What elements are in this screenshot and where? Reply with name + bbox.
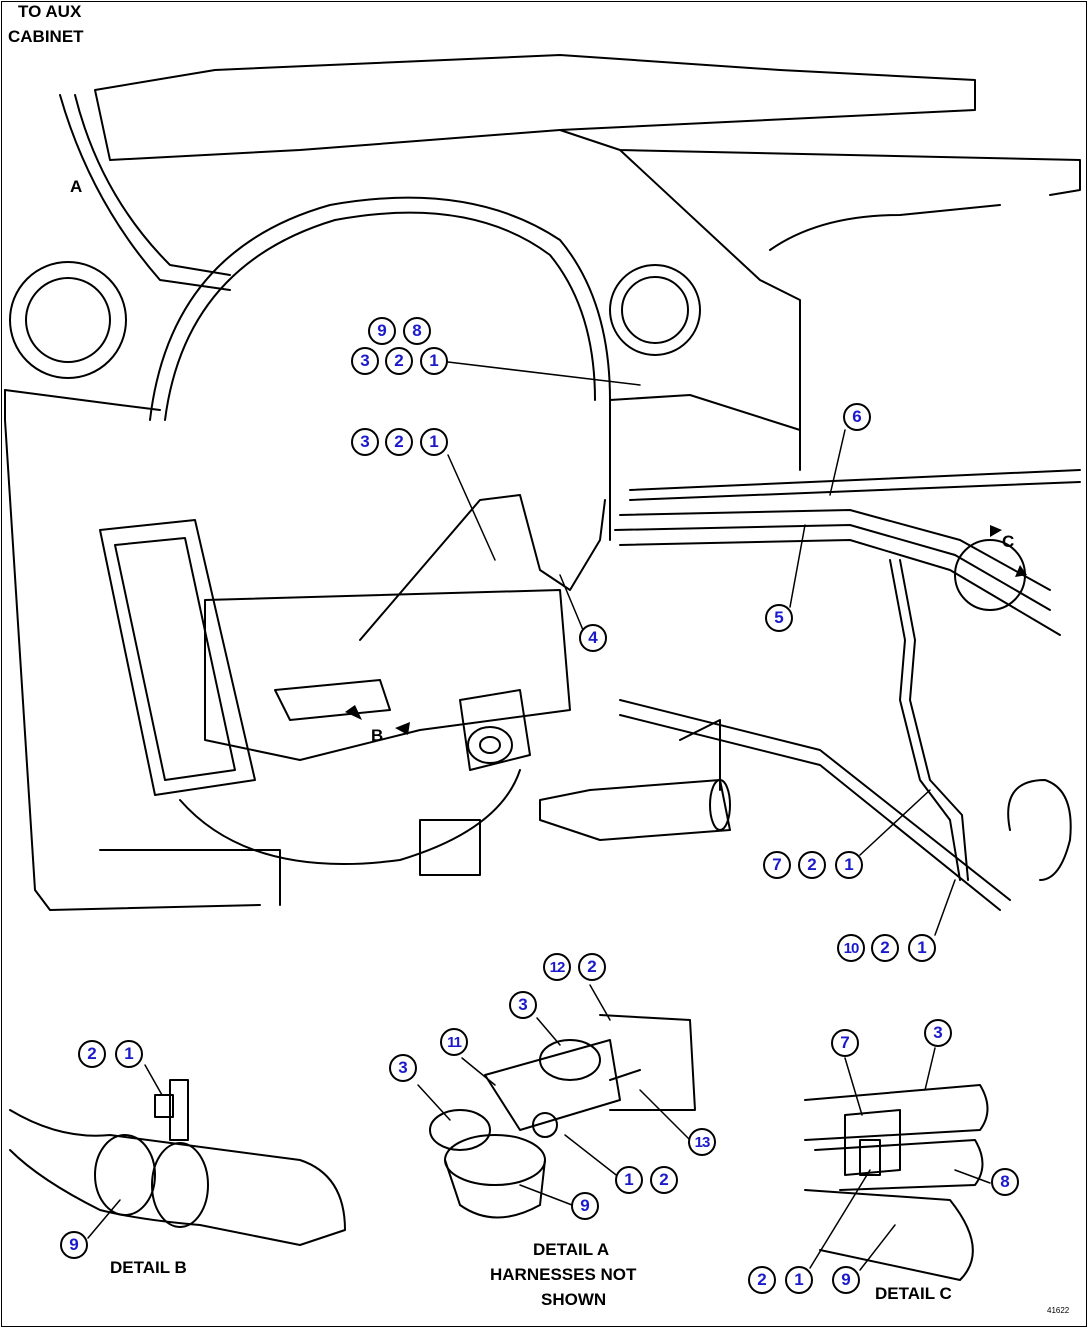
label-shown: SHOWN	[541, 1290, 607, 1309]
callout-7: 7	[763, 851, 791, 879]
lower-cylinder	[539, 779, 731, 841]
left-wall	[4, 389, 261, 911]
callout-2: 2	[385, 428, 413, 456]
callout-2: 2	[578, 953, 606, 981]
callout-4: 4	[579, 624, 607, 652]
label-view-c: C	[1002, 532, 1015, 551]
callout-2: 2	[650, 1166, 678, 1194]
callout-1: 1	[420, 428, 448, 456]
callout-7: 7	[831, 1029, 859, 1057]
callout-1: 1	[115, 1040, 143, 1068]
label-to-aux: TO AUX	[18, 2, 82, 21]
drawing-code: 41622	[1047, 1306, 1070, 1315]
callout-1: 1	[835, 851, 863, 879]
upper-frame	[94, 54, 976, 161]
callout-11: 11	[440, 1028, 468, 1056]
callout-9: 9	[832, 1266, 860, 1294]
right-harness	[889, 559, 961, 881]
label-view-b: B	[371, 726, 384, 745]
callout-5: 5	[765, 604, 793, 632]
cable-to-aux-cabinet	[59, 94, 231, 291]
callout-3: 3	[924, 1019, 952, 1047]
detail-b-hose	[9, 1109, 346, 1246]
callout-1: 1	[908, 934, 936, 962]
callout-1: 1	[615, 1166, 643, 1194]
callout-9: 9	[368, 317, 396, 345]
callout-10: 10	[837, 934, 865, 962]
callout-2: 2	[798, 851, 826, 879]
callout-6: 6	[843, 403, 871, 431]
callout-9: 9	[60, 1231, 88, 1259]
left-opening	[99, 519, 256, 796]
callout-1: 1	[785, 1266, 813, 1294]
right-port	[609, 264, 701, 356]
callout-9: 9	[571, 1192, 599, 1220]
callout-3: 3	[351, 347, 379, 375]
callout-2: 2	[78, 1040, 106, 1068]
callout-2: 2	[385, 347, 413, 375]
callout-1: 1	[420, 347, 448, 375]
callout-8: 8	[403, 317, 431, 345]
label-harnesses-not: HARNESSES NOT	[490, 1265, 637, 1284]
main-arch	[149, 196, 611, 541]
label-cabinet: CABINET	[8, 27, 84, 46]
label-detail-b: DETAIL B	[110, 1258, 187, 1277]
harness-bundle-6	[629, 469, 1081, 491]
callout-12: 12	[543, 953, 571, 981]
label-detail-a: DETAIL A	[533, 1240, 610, 1259]
label-view-a: A	[70, 177, 83, 196]
detail-c-hoses	[804, 1084, 989, 1141]
callout-2: 2	[871, 934, 899, 962]
callout-2: 2	[748, 1266, 776, 1294]
callout-13: 13	[688, 1128, 716, 1156]
callout-8: 8	[991, 1168, 1019, 1196]
callout-3: 3	[389, 1054, 417, 1082]
label-detail-c: DETAIL C	[875, 1284, 952, 1303]
callout-3: 3	[351, 428, 379, 456]
left-port	[9, 261, 127, 379]
callout-3: 3	[509, 991, 537, 1019]
